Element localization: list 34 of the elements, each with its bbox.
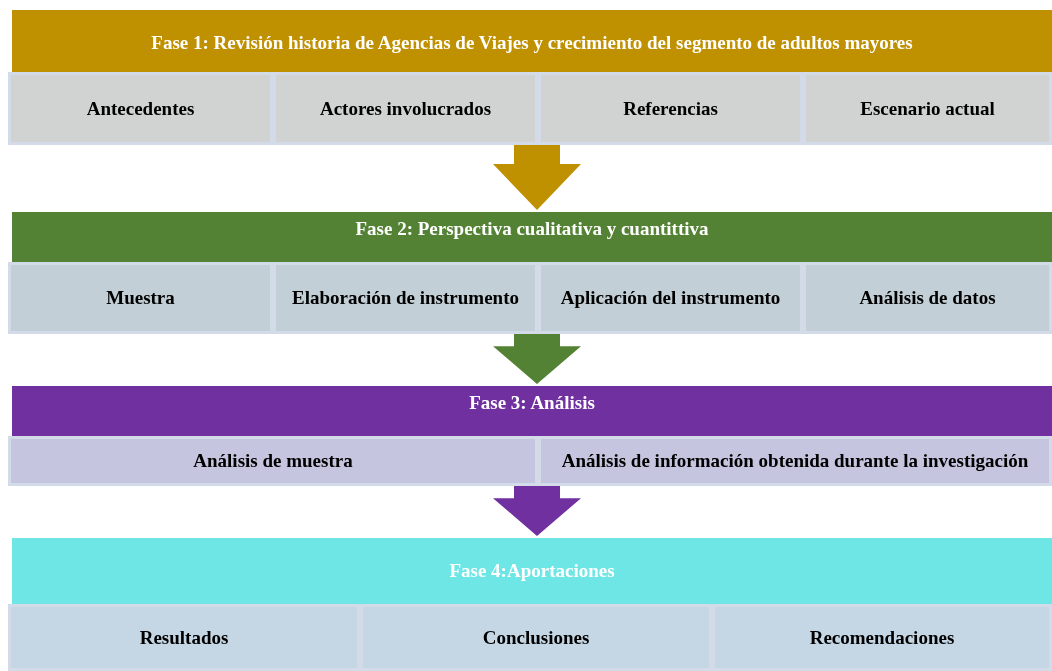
step-box — [360, 604, 712, 671]
label-text: Antecedentes — [86, 98, 195, 119]
label-text: Fase 3: Análisis — [469, 392, 595, 414]
label-text: Resultados — [139, 627, 229, 648]
step-box — [8, 436, 538, 486]
step-box — [8, 604, 360, 671]
step-box — [273, 262, 538, 334]
step-box — [8, 72, 273, 145]
step-box — [273, 72, 538, 145]
label-text: Escenario actual — [860, 98, 995, 119]
label-text: Fase 1: Revisión historia de Agencias de Viajes y crecimiento del segmento de adultos mayores — [151, 32, 913, 54]
step-box — [538, 72, 803, 145]
label-text: Aplicación del instrumento — [560, 288, 781, 308]
step-box — [803, 262, 1052, 334]
label-text: Actores involucrados — [319, 98, 492, 119]
step-box — [538, 262, 803, 334]
label-text: Conclusiones — [482, 627, 590, 648]
step-box — [803, 72, 1052, 145]
label-text: Recomendaciones — [809, 627, 955, 648]
label-text: Análisis de datos — [859, 288, 996, 308]
label-text: Muestra — [106, 288, 175, 308]
label-text: Fase 2: Perspectiva cualitativa y cuantittiva — [355, 218, 709, 240]
step-box — [8, 262, 273, 334]
label-text: Elaboración de instrumento — [292, 288, 519, 308]
step-box — [538, 436, 1052, 486]
phase-band — [12, 538, 1052, 604]
phase-band — [12, 212, 1052, 262]
step-box — [712, 604, 1052, 671]
phase-band — [12, 10, 1052, 72]
label-text: Fase 4:Aportaciones — [449, 560, 615, 582]
label-text: Análisis de información obtenida durante la investigación — [561, 451, 1029, 471]
label-text: Análisis de muestra — [193, 451, 353, 471]
label-text: Referencias — [623, 98, 718, 119]
phase-band — [12, 386, 1052, 436]
